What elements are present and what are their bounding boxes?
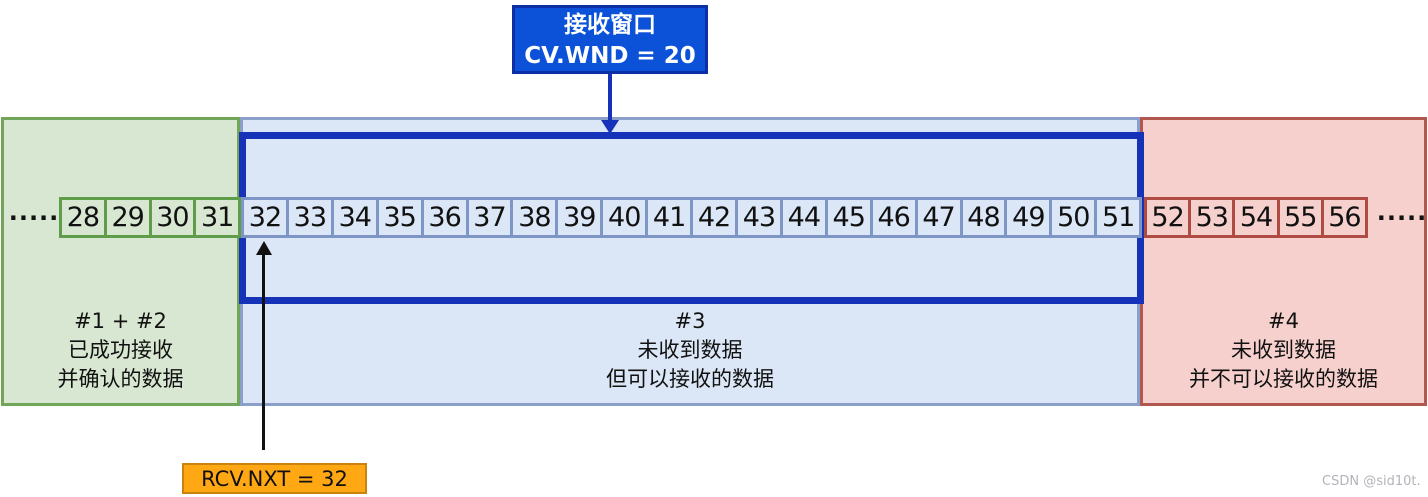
sequence-box: 34 <box>330 197 379 238</box>
sequence-box: 54 <box>1232 197 1280 238</box>
receive-window-callout-value: CV.WND = 20 <box>524 43 696 69</box>
sequence-box: 43 <box>734 197 783 238</box>
sequence-box: 39 <box>555 197 604 238</box>
sequence-box: 51 <box>1094 197 1143 238</box>
watermark: CSDN @sid10t. <box>1322 474 1421 489</box>
sequence-box: 42 <box>690 197 738 238</box>
caption-line: 已成功接收 <box>68 338 173 362</box>
sequence-box: 29 <box>103 197 152 238</box>
caption-line: #3 <box>674 309 706 333</box>
caption-line: 并不可以接收的数据 <box>1189 367 1378 391</box>
sequence-box: 38 <box>510 197 559 238</box>
caption-beyond-window-data: #4 未收到数据 并不可以接收的数据 <box>1140 307 1427 394</box>
region-acked-data <box>1 117 240 406</box>
caption-line: 并确认的数据 <box>57 367 184 391</box>
caption-line: #1 + #2 <box>74 309 167 333</box>
left-ellipsis: ····· <box>8 203 60 232</box>
sequence-box: 35 <box>375 197 424 238</box>
sequence-box: 31 <box>193 197 241 238</box>
rcv-nxt-arrow-line <box>262 253 265 450</box>
sequence-box: 32 <box>241 197 289 238</box>
sequence-box: 50 <box>1049 197 1098 238</box>
sequence-box: 37 <box>465 197 514 238</box>
region-receive-window-data <box>240 117 1140 406</box>
sequence-box: 40 <box>600 197 649 238</box>
sequence-box: 41 <box>645 197 694 238</box>
sequence-box: 44 <box>779 197 828 238</box>
sequence-box: 33 <box>285 197 334 238</box>
caption-line: #4 <box>1268 309 1299 333</box>
sequence-box: 52 <box>1144 197 1192 238</box>
caption-line: 未收到数据 <box>637 338 743 362</box>
sequence-box: 56 <box>1320 197 1369 238</box>
receive-window-callout-title: 接收窗口 <box>564 12 656 38</box>
sequence-box: 47 <box>914 197 963 238</box>
sequence-box: 53 <box>1188 197 1236 238</box>
rcv-nxt-arrow-icon <box>256 241 272 255</box>
sequence-box: 48 <box>959 197 1008 238</box>
rcv-nxt-callout: RCV.NXT = 32 <box>182 463 367 494</box>
right-ellipsis: ····· <box>1376 203 1428 232</box>
caption-receive-window-data: #3 未收到数据 但可以接收的数据 <box>240 307 1140 394</box>
sequence-box: 45 <box>824 197 873 238</box>
caption-line: 但可以接收的数据 <box>606 367 774 391</box>
window-callout-arrow-line <box>608 74 612 122</box>
receive-window-callout: 接收窗口 CV.WND = 20 <box>512 5 708 74</box>
sequence-box: 28 <box>59 197 107 238</box>
sequence-box: 46 <box>869 197 918 238</box>
sequence-box: 30 <box>148 197 197 238</box>
caption-acked-data: #1 + #2 已成功接收 并确认的数据 <box>1 307 240 394</box>
sequence-box: 49 <box>1004 197 1053 238</box>
sequence-box: 36 <box>420 197 469 238</box>
caption-line: 未收到数据 <box>1231 338 1336 362</box>
region-beyond-window-data <box>1140 117 1427 406</box>
sequence-box: 55 <box>1276 197 1324 238</box>
window-callout-arrow-icon <box>601 120 619 134</box>
